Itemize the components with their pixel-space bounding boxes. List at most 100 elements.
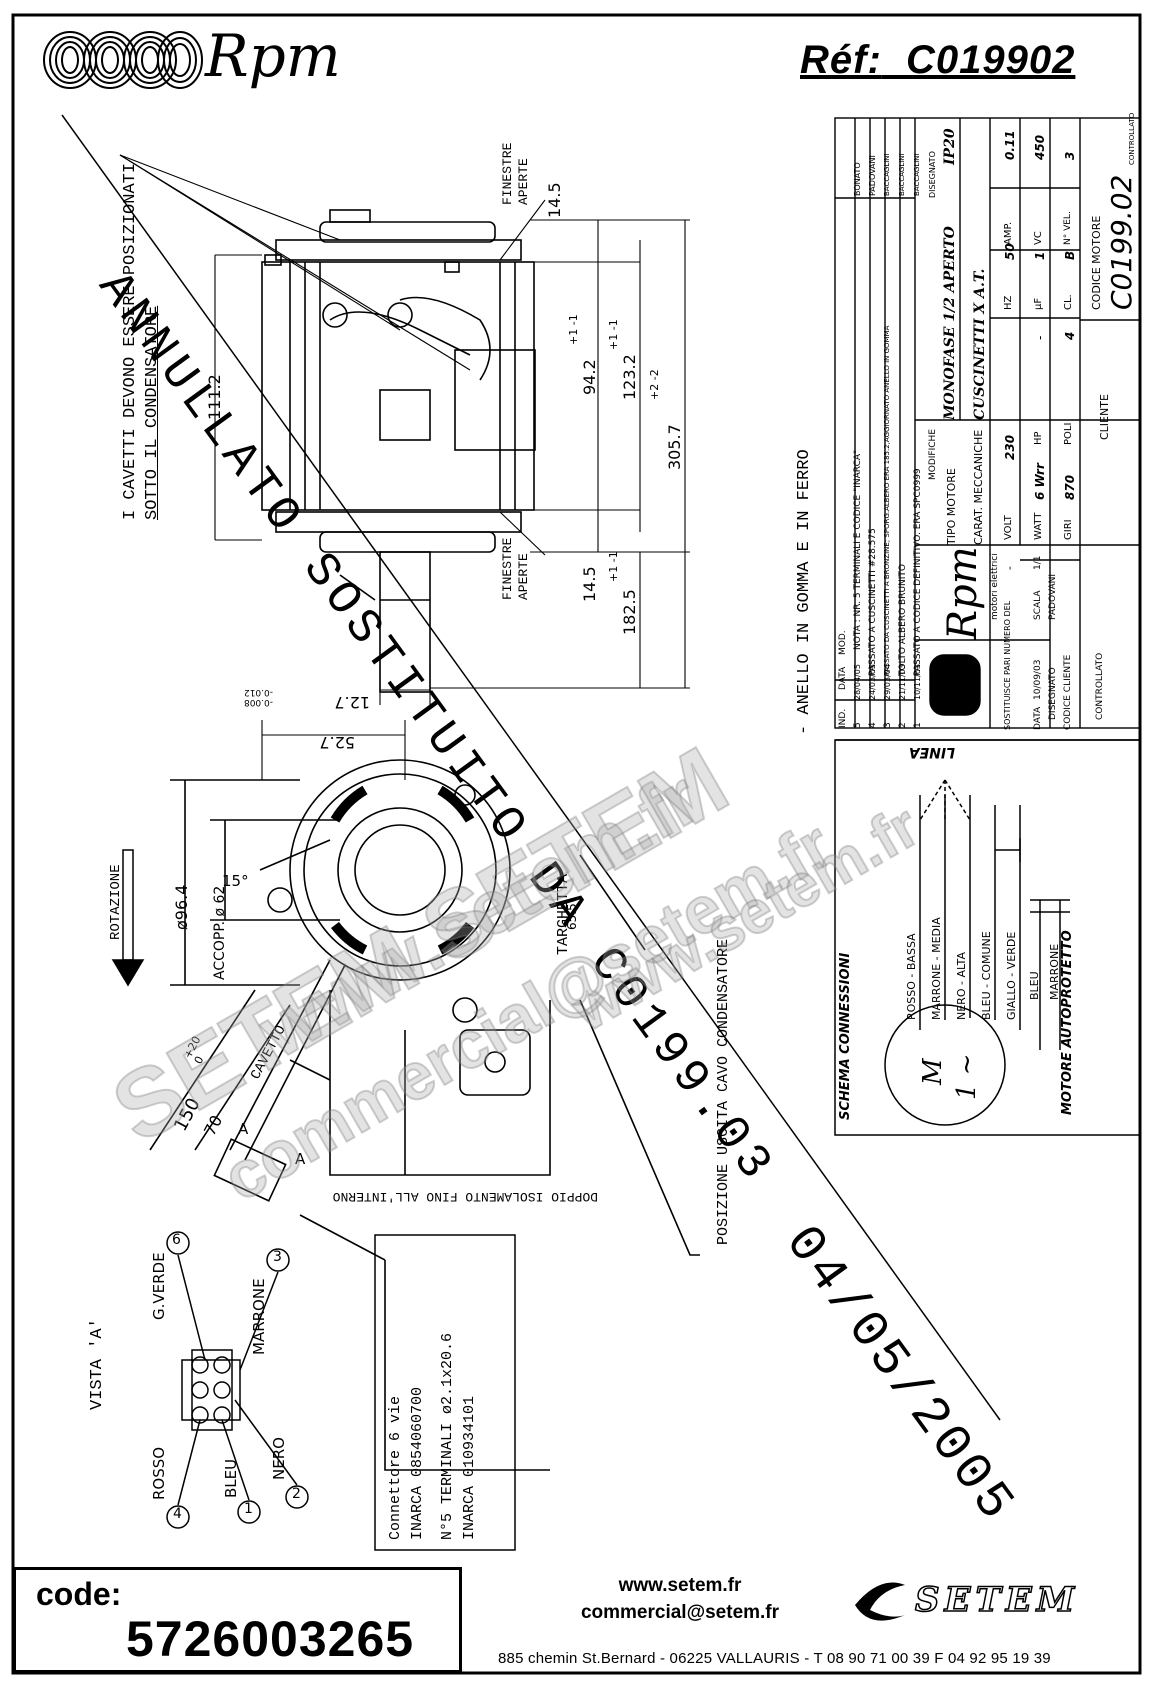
spec-hp-label: HP	[1033, 431, 1044, 445]
spec-vc-value: 450	[1033, 134, 1047, 160]
tol-94-2: +1 -1	[567, 314, 580, 345]
wiring-line-label: LINEA	[908, 744, 955, 760]
rev-2-by: BACCAGLINI	[898, 153, 906, 196]
rev-5-ind: 5	[853, 722, 863, 728]
pin-label-green: G.VERDE	[150, 1252, 168, 1320]
spec-watt-value: 6 Wrr	[1033, 463, 1047, 500]
tol-123-2: +1 -1	[607, 319, 620, 350]
tol-305-7: +2 -2	[648, 369, 661, 400]
rpm-coil-logo	[43, 31, 203, 89]
rev-1-mod: PASSATO A CODICE DEFINITIVO. ERA SPC0999	[913, 468, 923, 676]
spec-volt-value: 230	[1003, 434, 1017, 460]
drawn-label: DISEGNATO	[1048, 667, 1058, 720]
dim-14-5-top: 14.5	[545, 182, 564, 218]
pin-label-blue: BLEU	[222, 1458, 240, 1498]
view-a-title: VISTA 'A'	[88, 1318, 107, 1410]
spec-cl-label: CL.	[1063, 294, 1074, 310]
motor-symbol-phase: 1 ~	[952, 1053, 982, 1100]
wire-green: GIALLO - VERDE	[1005, 931, 1018, 1020]
rev-4-ind: 4	[868, 722, 878, 728]
rev-header-mod: MOD.	[838, 630, 848, 655]
client-label: CLIENTE	[1098, 394, 1111, 440]
footer-website[interactable]: www.setem.fr	[618, 1575, 742, 1596]
footer-email[interactable]: commercial@setem.fr	[580, 1602, 780, 1623]
rev-header-checked: CONTROLLATO	[1128, 112, 1136, 165]
setem-logo: SETEM	[914, 1579, 1080, 1621]
spec-giri-value: 870	[1063, 474, 1077, 500]
rev-header-date: DATA	[838, 666, 848, 690]
dim-96-4: ø96.4	[172, 884, 191, 930]
client-code-label: CODICE CLIENTE	[1063, 654, 1073, 730]
wire-blue: BLEU - COMUNE	[980, 931, 993, 1020]
windows-bottom-label: FINESTRE APERTE	[500, 537, 531, 600]
code-label: code:	[36, 1576, 122, 1612]
ring-note: - ANELLO IN GOMMA E IN FERRO	[795, 449, 814, 735]
double-insulation-note: DOPPIO ISOLAMENTO FINO ALL'INTERNO	[332, 1189, 598, 1204]
motor-code-value: C0199.02	[1105, 174, 1138, 310]
rev-3-ind: 3	[883, 722, 893, 728]
motor-code-label: CODICE MOTORE	[1090, 215, 1103, 310]
replaces-value: -	[1003, 566, 1016, 570]
pin-num-3: 3	[273, 1249, 282, 1265]
rev-4-mod: PASSATO A CUSCINETTI #28.575	[868, 528, 878, 676]
dim-182-5: 182.5	[620, 589, 639, 635]
ref-label: Réf:	[800, 38, 882, 82]
scale-value: 1/1	[1033, 555, 1043, 570]
pin-num-6: 6	[172, 1232, 181, 1248]
dim-14-5-bottom: 14.5	[580, 566, 599, 602]
rev-4-by: PADOVANI	[868, 155, 877, 196]
view-a-mark-1: A	[238, 1120, 249, 1138]
spec-uf-label: µF	[1033, 297, 1044, 310]
ip-rating: IP20	[942, 128, 958, 165]
title-block-company-sub: motori elettrici	[990, 553, 1000, 620]
pin-num-2: 2	[292, 1486, 301, 1502]
rev-1-by: BACCAGLINI	[913, 153, 921, 196]
tol-182-5: +1 -1	[607, 551, 620, 582]
spec-hp-value: -	[1033, 335, 1047, 340]
rotation-arrow	[111, 849, 145, 987]
dim-15-deg: 15°	[222, 872, 249, 890]
motor-front-view	[149, 759, 700, 1471]
wiring-diagram-lines	[834, 739, 1141, 1136]
code-value: 5726003265	[126, 1611, 415, 1667]
mech-label: CARAT. MECCANICHE	[972, 429, 985, 545]
spec-poli-value: 4	[1063, 331, 1077, 340]
code-box: code: 5726003265	[13, 1567, 462, 1673]
pin-num-4: 4	[173, 1506, 182, 1522]
pin-num-1: 1	[244, 1501, 253, 1517]
tol-12-7: -0.008-0.012	[243, 687, 273, 707]
pin-label-brown: MARRONE	[250, 1278, 268, 1355]
spec-vc-label: VC	[1033, 231, 1044, 245]
dim-94-2: 94.2	[580, 359, 599, 395]
rotation-label: ROTAZIONE	[108, 864, 124, 940]
rev-5-date: 28/04/05	[853, 664, 862, 700]
windows-top-label: FINESTRE APERTE	[500, 142, 531, 205]
wire-black: NERO - ALTA	[955, 952, 968, 1020]
footer-address: 885 chemin St.Bernard - 06225 VALLAURIS …	[498, 1650, 1051, 1667]
spec-volt-label: VOLT	[1003, 515, 1014, 540]
dim-123-2: 123.2	[620, 354, 639, 400]
side-view-dimensions	[119, 154, 690, 780]
pin-label-black: NERO	[270, 1437, 288, 1480]
spec-hz-label: HZ	[1003, 295, 1014, 310]
scale-label: SCALA	[1033, 590, 1043, 620]
wire-cap-blue: BLEU	[1028, 971, 1041, 1000]
drawn-value: PADOVANI	[1048, 574, 1058, 620]
rev-2-ind: 2	[898, 722, 908, 728]
date-label: DATA	[1033, 706, 1043, 730]
wire-brown: MARRONE - MEDIA	[930, 917, 943, 1020]
ref-value: C019902	[906, 38, 1076, 82]
dim-12-7: 12.7	[334, 693, 370, 712]
setem-swoosh-icon	[855, 1582, 905, 1621]
title-block-lines	[834, 117, 1141, 741]
view-a-mark-2: A	[295, 1150, 306, 1168]
wiring-title: SCHEMA CONNESSIONI	[838, 952, 853, 1120]
motor-type-value: MONOFASE 1/2 APERTO	[942, 226, 958, 420]
spec-hz-value: 50	[1003, 243, 1017, 260]
reference-number: Réf: C019902	[800, 38, 1075, 83]
rev-3-by: BACCAGLINI	[883, 153, 891, 196]
self-protected-note: MOTORE AUTOPROTETTO	[1060, 930, 1075, 1115]
spec-giri-label: GIRI	[1063, 519, 1074, 540]
rev-1-ind: 1	[913, 722, 923, 728]
